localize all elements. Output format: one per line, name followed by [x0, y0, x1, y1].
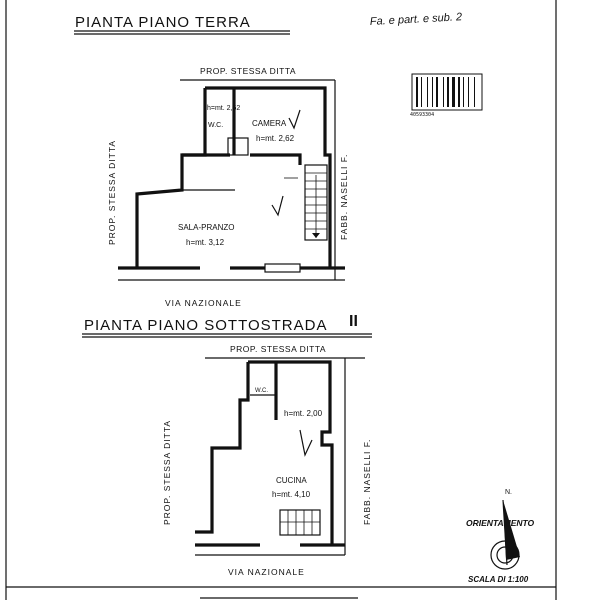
ground-staircase — [284, 164, 328, 241]
basement-staircase — [279, 509, 321, 536]
wc-label: W.C. — [208, 122, 223, 129]
handwritten-reference: Fa. e part. e sub. 2 — [370, 11, 463, 28]
barcode-bar — [432, 77, 433, 107]
ground-floor-plan: PROP. STESSA DITTA PROP. STESSA DITTA FA… — [107, 66, 349, 308]
compass-outer-circle — [490, 540, 520, 570]
ground-north-east-wall — [205, 86, 332, 268]
barcode-bar — [468, 77, 469, 107]
basement-room-height-label: h=mt. 2,00 — [284, 409, 323, 418]
ground-west-neighbor: PROP. STESSA DITTA — [107, 140, 117, 245]
ground-north-neighbor: PROP. STESSA DITTA — [200, 66, 296, 76]
camera-checkmark — [288, 109, 301, 130]
ground-interior-wall — [182, 153, 302, 165]
barcode-bar — [458, 77, 460, 107]
barcode-bar — [421, 77, 422, 107]
sala-height-label: h=mt. 3,12 — [186, 238, 225, 247]
basement-west-neighbor: PROP. STESSA DITTA — [162, 420, 172, 525]
camera-label: CAMERA — [252, 119, 287, 128]
orientation-legend: N. ORIENTAMENTO SCALA DI 1:100 — [466, 489, 535, 584]
barcode-bar — [474, 77, 475, 107]
barcode-bar — [427, 77, 428, 107]
barcode-bar — [436, 77, 438, 107]
barcode-bar — [443, 77, 444, 107]
ground-chimney — [227, 137, 249, 156]
basement-wc-label: W.C. — [255, 388, 268, 394]
barcode-bar — [416, 77, 418, 107]
basement-plan: PROP. STESSA DITTA PROP. STESSA DITTA FA… — [162, 344, 372, 577]
ground-entrance-door — [264, 263, 301, 273]
basement-east-wall — [248, 360, 334, 545]
ground-street-label: VIA NAZIONALE — [165, 298, 242, 308]
cucina-label: CUCINA — [276, 476, 307, 485]
wc-height-label: h=mt. 2,62 — [207, 105, 240, 112]
basement-west-wall — [195, 362, 250, 534]
north-letter: N. — [505, 489, 512, 496]
barcode-bar — [452, 77, 455, 107]
ground-floor-title: PIANTA PIANO TERRA — [75, 14, 251, 31]
sala-checkmark — [271, 195, 284, 217]
basement-checkmark — [299, 429, 313, 457]
barcode-bars — [416, 77, 475, 107]
compass-inner-circle — [496, 546, 514, 564]
camera-height-label: h=mt. 2,62 — [256, 134, 295, 143]
basement-title: PIANTA PIANO SOTTOSTRADA — [84, 317, 328, 334]
barcode-bar — [463, 77, 464, 107]
ground-east-neighbor: FABB. NASELLI F. — [339, 154, 349, 240]
orientation-label: ORIENTAMENTO — [466, 518, 535, 528]
sala-pranzo-label: SALA-PRANZO — [178, 223, 234, 232]
north-arrow-icon — [503, 500, 520, 560]
barcode-number: 40593304 — [410, 112, 434, 118]
basement-east-neighbor: FABB. NASELLI F. — [362, 439, 372, 525]
scale-label: SCALA DI 1:100 — [468, 575, 529, 584]
barcode-bar — [447, 77, 449, 107]
barcode: 40593304 — [410, 73, 483, 118]
basement-north-neighbor: PROP. STESSA DITTA — [230, 344, 326, 354]
ground-west-wall — [135, 88, 207, 268]
basement-street-label: VIA NAZIONALE — [228, 567, 305, 577]
basement-title-numeral: II — [349, 313, 358, 330]
cucina-height-label: h=mt. 4,10 — [272, 490, 311, 499]
